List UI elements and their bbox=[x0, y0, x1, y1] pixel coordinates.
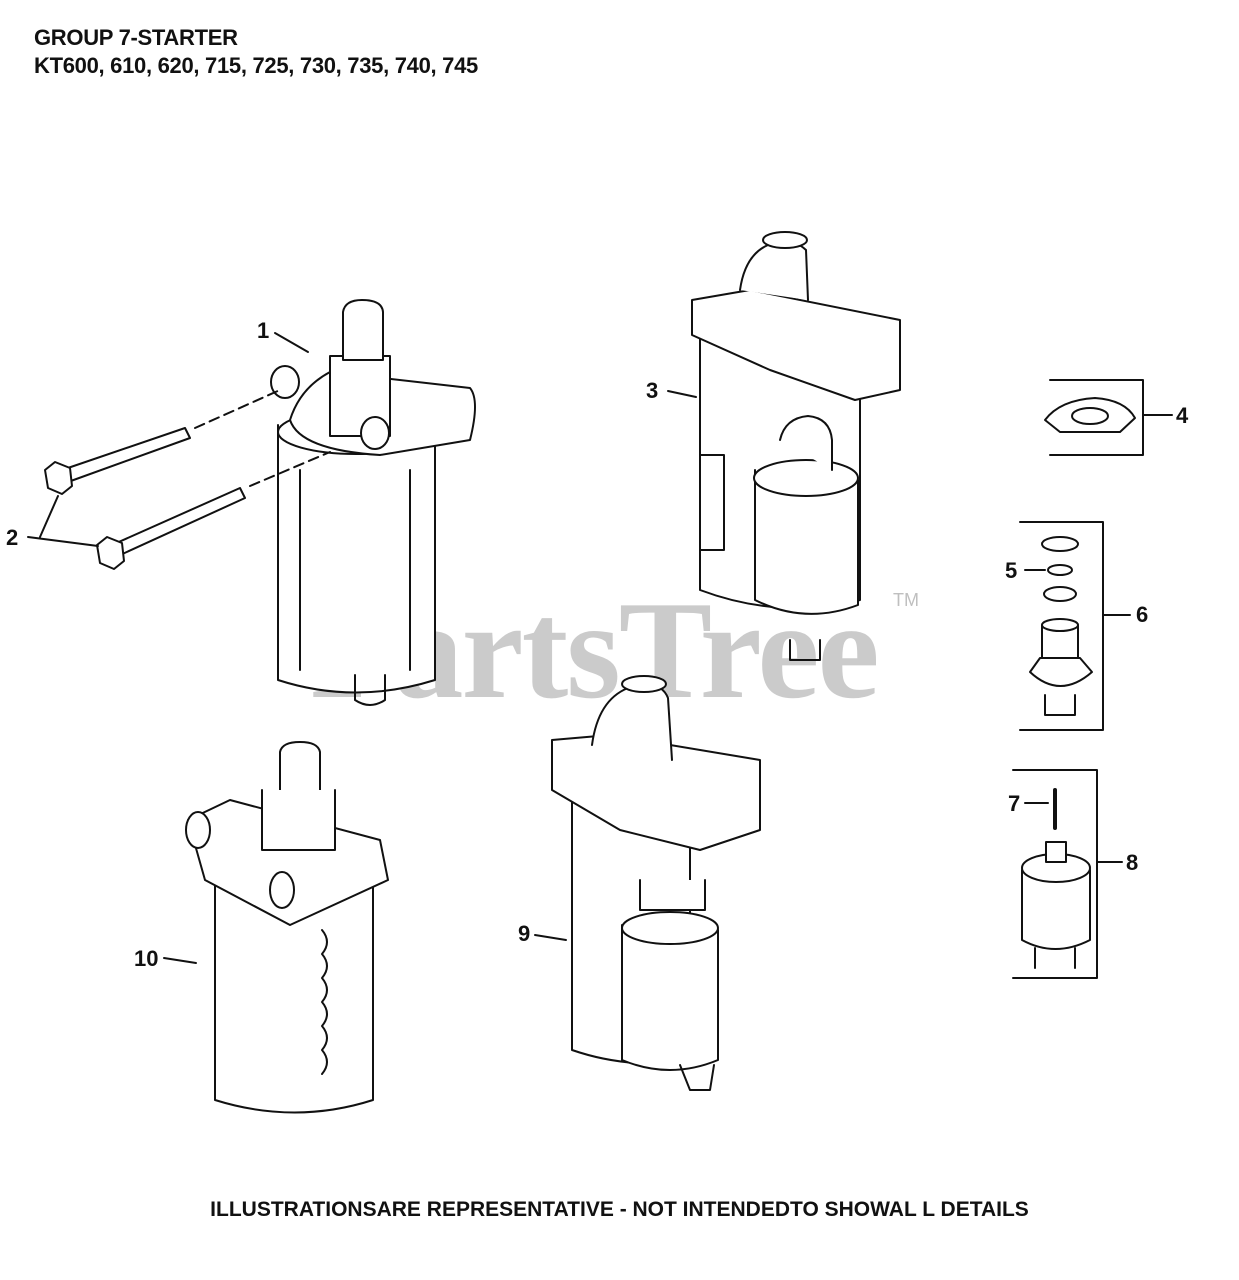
callout-10[interactable]: 10 bbox=[134, 946, 159, 971]
disclaimer-footer: ILLUSTRATIONSARE REPRESENTATIVE - NOT IN… bbox=[210, 1198, 1029, 1221]
part-2-bolts[interactable] bbox=[45, 390, 330, 569]
part-3-starter-motor[interactable] bbox=[692, 232, 900, 660]
part-8-solenoid[interactable] bbox=[1013, 770, 1122, 978]
trademark-mark: TM bbox=[893, 590, 919, 610]
callout-5[interactable]: 5 bbox=[1005, 558, 1018, 583]
callout-2[interactable]: 2 bbox=[6, 525, 19, 550]
part-10-starter-motor[interactable] bbox=[186, 742, 388, 1113]
leader-lines bbox=[27, 332, 697, 964]
callout-8[interactable]: 8 bbox=[1126, 850, 1139, 875]
callout-1[interactable]: 1 bbox=[257, 318, 270, 343]
part-1-starter-motor[interactable] bbox=[271, 300, 475, 705]
callout-4[interactable]: 4 bbox=[1176, 403, 1189, 428]
callout-6[interactable]: 6 bbox=[1136, 602, 1149, 627]
part-4-pinion-stop[interactable] bbox=[1045, 380, 1172, 455]
part-6-drive-assembly[interactable] bbox=[1020, 522, 1130, 730]
part-9-starter-motor[interactable] bbox=[552, 676, 760, 1090]
callout-3[interactable]: 3 bbox=[646, 378, 659, 403]
callout-7[interactable]: 7 bbox=[1008, 791, 1021, 816]
callout-9[interactable]: 9 bbox=[518, 921, 531, 946]
model-list: KT600, 610, 620, 715, 725, 730, 735, 740… bbox=[34, 53, 478, 78]
diagram-header: GROUP 7-STARTER KT600, 610, 620, 715, 72… bbox=[34, 24, 478, 80]
group-title: GROUP 7-STARTER bbox=[34, 25, 238, 50]
